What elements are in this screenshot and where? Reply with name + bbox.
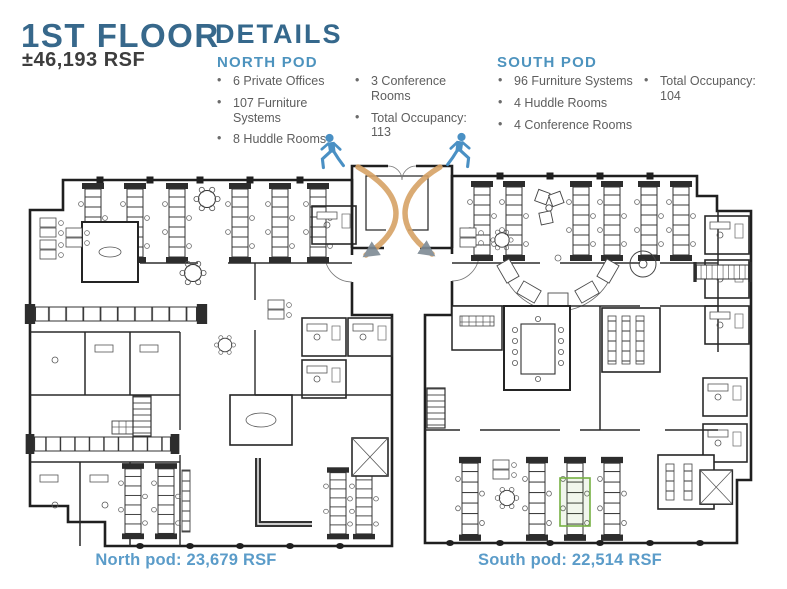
person-walking-icon-left <box>320 132 345 170</box>
entry-flow-arrow-right <box>402 164 443 257</box>
details-heading: DETAILS <box>215 19 343 49</box>
south-pod-caption: South pod: 22,514 RSF <box>478 551 662 569</box>
detail-bullet: 3 Conference Rooms <box>355 73 475 104</box>
floor-area-rsf: ±46,193 RSF <box>22 49 146 71</box>
north-pod-plan <box>23 176 394 549</box>
floor-title: 1ST FLOOR <box>21 17 220 54</box>
detail-bullet: 6 Private Offices <box>217 73 345 89</box>
south-pod-plan <box>423 172 753 546</box>
detail-bullet: Total Occupancy: 113 <box>355 110 475 141</box>
north-pod-heading: NORTH POD <box>217 54 318 71</box>
highlighted-workstation <box>559 477 591 527</box>
detail-bullet: 4 Conference Rooms <box>498 117 666 133</box>
detail-bullet: 4 Huddle Rooms <box>498 95 666 111</box>
detail-bullet: Total Occupancy: 104 <box>644 73 780 104</box>
south-pod-bullets-col1: 96 Furniture Systems 4 Huddle Rooms 4 Conf… <box>498 73 666 139</box>
north-pod-bullets-col2: 3 Conference RoomsTotal Occupancy: 113 <box>355 73 475 147</box>
north-pod-bullets-col1: 6 Private Offices 107 Furniture Systems 8 … <box>217 73 345 154</box>
south-pod-heading: SOUTH POD <box>497 54 597 71</box>
detail-bullet: 96 Furniture Systems <box>498 73 666 89</box>
detail-bullet: 8 Huddle Rooms <box>217 131 345 147</box>
entry-flow-arrow-left <box>355 164 399 258</box>
north-pod-caption: North pod: 23,679 RSF <box>95 551 277 569</box>
detail-bullet: 107 Furniture Systems <box>217 95 345 126</box>
south-pod-bullets-col2: Total Occupancy: 104 <box>644 73 780 111</box>
person-walking-icon-right <box>446 131 471 169</box>
